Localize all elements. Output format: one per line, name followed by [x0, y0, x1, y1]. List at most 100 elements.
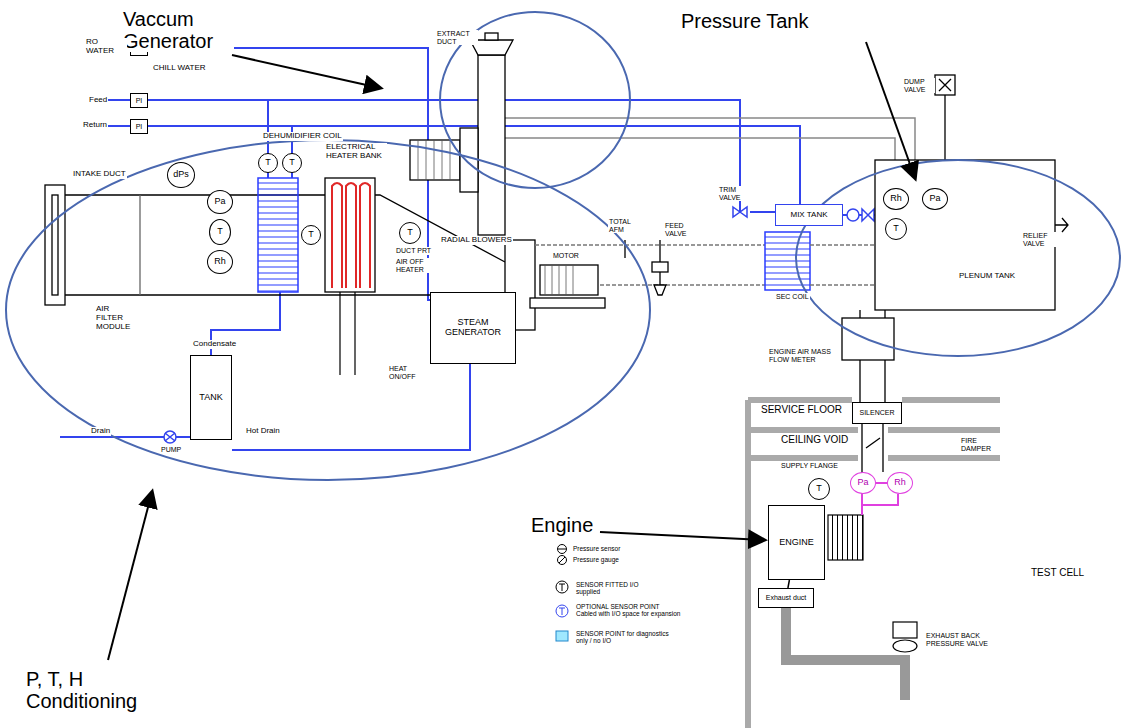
vacuum-generator: [478, 55, 505, 235]
pressure-indicator: PI: [130, 93, 148, 108]
legend-symbols: [559, 584, 565, 591]
part-label: Drain: [90, 427, 111, 436]
legend-symbols: [556, 605, 568, 617]
part-label: Return: [82, 121, 108, 130]
node-label: T: [265, 158, 271, 168]
node-label: Rh: [890, 194, 902, 204]
legend-symbols: [556, 631, 568, 641]
radial-blower: [505, 240, 765, 330]
callout-title: Pressure Tank: [680, 10, 809, 32]
callout-title: P, T, H Conditioning: [25, 668, 167, 712]
engine-box: ENGINE: [768, 505, 825, 580]
sensor-circle: T: [301, 225, 321, 245]
process-box: Exhaust duct: [758, 588, 814, 608]
sensor-circle: T: [885, 218, 907, 240]
node-label: T: [816, 484, 822, 494]
callout-arrows: [866, 42, 915, 178]
legend-text: OPTIONAL SENSOR POINT Cabled with I/O sp…: [575, 603, 682, 617]
engine-parts: [786, 608, 905, 700]
vacuum-generator: [505, 118, 915, 160]
part-label: PUMP: [160, 446, 182, 454]
part-label: ELECTRICAL HEATER BANK: [325, 143, 387, 161]
water-pipes: [100, 48, 432, 300]
part-label: Hot Drain: [245, 427, 281, 436]
part-label: PLENUM TANK: [958, 272, 1016, 281]
secondary-coil-and-plenum: [935, 75, 955, 95]
radial-blower: [540, 265, 598, 295]
part-label: Condensate: [192, 340, 237, 349]
node-label: Pa: [929, 194, 940, 204]
legend-symbols: [559, 557, 565, 563]
node-label: Pa: [857, 478, 868, 488]
part-label: AIR FILTER MODULE: [95, 305, 132, 331]
pipe-valves: [164, 431, 176, 443]
dehumidifier-coil: [258, 178, 298, 292]
part-label: CEILING VOID: [780, 434, 849, 445]
node-label: PI: [136, 97, 143, 105]
process-box: STEAM GENERATOR: [430, 292, 516, 364]
dehumidifier-coil: [258, 178, 298, 292]
sensor-circle: Rh: [207, 250, 233, 274]
radial-blower: [545, 265, 573, 295]
secondary-coil-and-plenum: [765, 232, 810, 290]
sensor-circle: Rh: [883, 188, 909, 210]
sensor-circle: T: [258, 153, 278, 173]
callout-title: Vaccum Generator: [122, 8, 234, 52]
pipe-valves: [862, 209, 874, 221]
electric-heater: [332, 183, 370, 288]
secondary-coil-and-plenum: [1055, 218, 1068, 232]
node-label: PI: [136, 123, 143, 131]
part-label: SUPPLY FLANGE: [780, 462, 839, 470]
process-box: SILENCER: [852, 402, 902, 424]
node-label: dPs: [173, 170, 189, 180]
legend-symbols: [559, 608, 565, 615]
process-box: TANK: [190, 355, 232, 440]
secondary-coil-and-plenum: [866, 438, 880, 448]
intake-duct: [139, 195, 140, 295]
pipe-valves: [733, 207, 747, 217]
water-pipes: [232, 364, 470, 450]
secondary-coil-and-plenum: [944, 95, 945, 160]
part-label: Feed: [88, 96, 108, 105]
test-cell-walls: [745, 400, 751, 728]
electric-heater: [340, 292, 355, 375]
secondary-coil-and-plenum: [810, 245, 875, 285]
water-pipes: [60, 48, 875, 450]
sensor-circle: T: [808, 478, 830, 500]
connector-line: [876, 482, 887, 484]
part-label: RELIEF VALVE: [1022, 232, 1059, 247]
secondary-coil-and-plenum: [765, 75, 1068, 505]
intake-duct: [52, 195, 58, 295]
engine-parts: [893, 640, 917, 652]
legend-symbols: [558, 549, 566, 550]
part-label: TOTAL AFM: [608, 218, 640, 233]
legend-text: SENSOR FITTED I/O supplied: [575, 581, 657, 595]
legend-symbols: [556, 545, 568, 642]
part-label: EXTRACT DUCT: [436, 30, 478, 45]
sensor-circle: T: [399, 222, 421, 244]
node-label: T: [407, 228, 413, 238]
node-label: Pa: [214, 197, 225, 207]
pressure-indicator: PI: [130, 119, 148, 134]
water-pipes: [750, 211, 775, 213]
node-label: T: [289, 158, 295, 168]
callout-arrows: [108, 492, 152, 660]
part-label: MOTOR: [552, 252, 580, 260]
process-box: MIX TANK: [775, 204, 843, 226]
pipe-valves: [847, 209, 859, 221]
part-label: EXHAUST BACK PRESSURE VALVE: [925, 632, 1007, 647]
callout-arrows: [600, 532, 764, 540]
part-label: HEAT ON/OFF: [388, 365, 425, 380]
callout-title: Engine: [530, 514, 594, 536]
engine-parts: [828, 515, 863, 560]
sensor-circle: Pa: [207, 190, 233, 214]
legend-symbols: [558, 545, 567, 554]
callout-ellipses: [796, 160, 1120, 356]
engine-parts: [893, 622, 917, 638]
node-label: Exhaust duct: [766, 594, 806, 602]
vacuum-generator: [418, 140, 450, 180]
node-label: Rh: [894, 478, 906, 488]
vacuum-generator: [485, 33, 498, 40]
part-label: ENGINE AIR MASS FLOW METER: [768, 348, 840, 363]
part-label: TRIM VALVE: [718, 186, 750, 201]
